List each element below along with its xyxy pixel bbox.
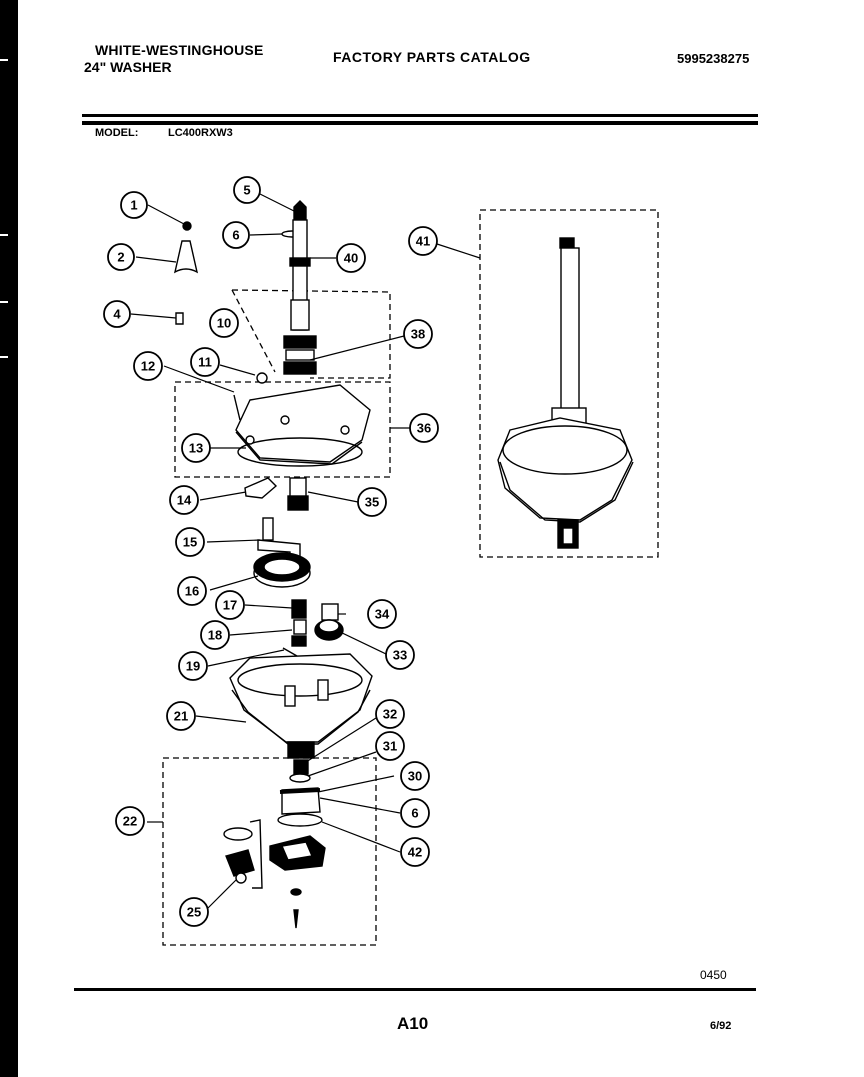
callout-label: 30 xyxy=(408,769,422,784)
callout-15: 15 xyxy=(175,527,205,557)
callout-12: 12 xyxy=(133,351,163,381)
callout-label: 17 xyxy=(223,598,237,613)
diagram-code: 0450 xyxy=(700,968,727,982)
callout-42: 42 xyxy=(400,837,430,867)
callout-label: 10 xyxy=(217,316,231,331)
callout-label: 6 xyxy=(411,806,418,821)
callout-label: 15 xyxy=(183,535,197,550)
callout-group: 1 2 4 5 6 40 10 11 12 38 13 36 14 35 15 … xyxy=(103,176,439,927)
model-value: LC400RXW3 xyxy=(168,127,233,139)
callout-label: 1 xyxy=(130,198,137,213)
callout-label: 34 xyxy=(375,607,390,622)
callout-label: 35 xyxy=(365,495,379,510)
callout-label: 14 xyxy=(177,493,192,508)
brand-line-1: WHITE-WESTINGHOUSE xyxy=(95,42,264,58)
paper-sheet xyxy=(18,0,864,1077)
callout-6b: 6 xyxy=(400,798,430,828)
callout-label: 36 xyxy=(417,421,431,436)
model-label: MODEL: xyxy=(95,127,139,139)
callout-14: 14 xyxy=(169,485,199,515)
leader-lines xyxy=(130,191,481,909)
callout-16: 16 xyxy=(177,576,207,606)
callout-35: 35 xyxy=(357,487,387,517)
callout-6a: 6 xyxy=(222,221,250,249)
callout-label: 4 xyxy=(113,307,121,322)
callout-38: 38 xyxy=(403,319,433,349)
callout-36: 36 xyxy=(409,413,439,443)
callout-label: 21 xyxy=(174,709,188,724)
callout-label: 6 xyxy=(232,228,239,243)
catalog-number: 5995238275 xyxy=(677,51,750,66)
callout-label: 40 xyxy=(344,251,358,266)
callout-label: 12 xyxy=(141,359,155,374)
callout-1: 1 xyxy=(120,191,148,219)
callout-label: 38 xyxy=(411,327,425,342)
catalog-title: FACTORY PARTS CATALOG xyxy=(333,49,531,65)
callout-10: 10 xyxy=(209,308,239,338)
callout-32: 32 xyxy=(375,699,405,729)
callout-label: 41 xyxy=(416,234,430,249)
callout-label: 11 xyxy=(198,355,212,370)
callout-34: 34 xyxy=(367,599,397,629)
callout-40: 40 xyxy=(336,243,366,273)
part-drawings xyxy=(173,200,634,929)
callout-label: 33 xyxy=(393,648,407,663)
callout-label: 18 xyxy=(208,628,222,643)
callout-5: 5 xyxy=(233,176,261,204)
callout-label: 32 xyxy=(383,707,397,722)
callout-label: 22 xyxy=(123,814,137,829)
callout-label: 19 xyxy=(186,659,200,674)
callout-31: 31 xyxy=(375,731,405,761)
callout-4: 4 xyxy=(103,300,131,328)
callout-33: 33 xyxy=(385,640,415,670)
callout-13: 13 xyxy=(181,433,211,463)
callout-30: 30 xyxy=(400,761,430,791)
callout-label: 2 xyxy=(117,250,124,265)
edge-ticks xyxy=(0,59,8,358)
callout-18: 18 xyxy=(200,620,230,650)
callout-label: 5 xyxy=(243,183,250,198)
callout-2: 2 xyxy=(107,243,135,271)
page-identifier: A10 xyxy=(397,1014,429,1033)
callout-label: 13 xyxy=(189,441,203,456)
header-rules xyxy=(74,114,758,991)
callout-11: 11 xyxy=(190,347,220,377)
callout-17: 17 xyxy=(215,590,245,620)
callout-25: 25 xyxy=(179,897,209,927)
group-boxes xyxy=(162,209,659,946)
brand-line-2: 24" WASHER xyxy=(84,59,172,75)
callout-41: 41 xyxy=(408,226,438,256)
callout-label: 31 xyxy=(383,739,397,754)
callout-22: 22 xyxy=(115,806,145,836)
callout-21: 21 xyxy=(166,701,196,731)
revision-date: 6/92 xyxy=(710,1020,732,1032)
callout-19: 19 xyxy=(178,651,208,681)
callout-label: 16 xyxy=(185,584,199,599)
callout-label: 42 xyxy=(408,845,422,860)
callout-label: 25 xyxy=(187,905,201,920)
